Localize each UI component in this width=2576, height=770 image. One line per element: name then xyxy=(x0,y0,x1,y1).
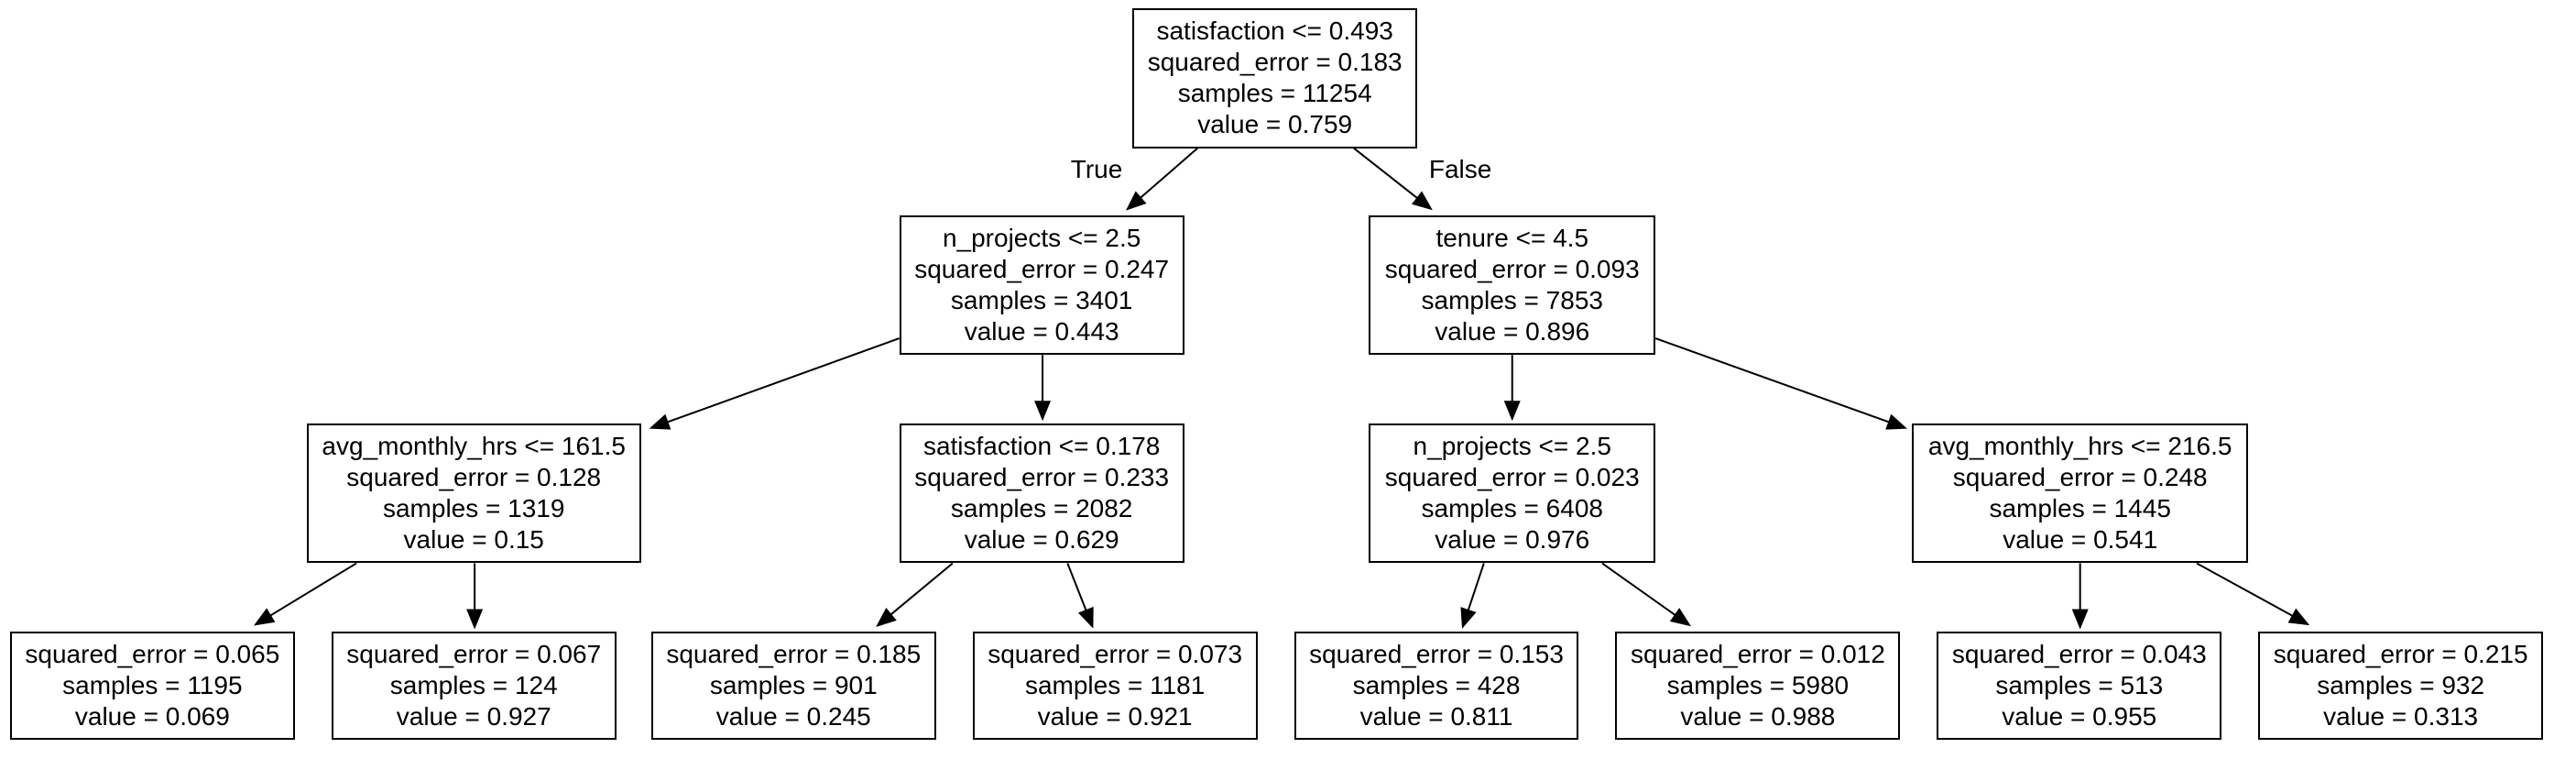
node-text-line: avg_monthly_hrs <= 216.5 xyxy=(1927,432,2232,461)
node-text-line: samples = 1181 xyxy=(1024,671,1206,700)
tree-edge xyxy=(262,562,357,622)
node-text-line: satisfaction <= 0.493 xyxy=(1156,16,1393,46)
node-text-line: samples = 7853 xyxy=(1421,285,1603,314)
tree-edge xyxy=(1464,563,1485,619)
tree-edge-arrowhead xyxy=(649,413,671,430)
tree-edge-arrowhead xyxy=(466,609,484,630)
node-text-line: squared_error = 0.215 xyxy=(2273,640,2528,669)
tree-edge-arrowhead xyxy=(1411,191,1433,211)
tree-edge-arrowhead xyxy=(1460,607,1477,629)
node-text-line: samples = 124 xyxy=(389,671,558,700)
tree-edge-arrowhead xyxy=(2071,609,2089,630)
node-text-line: value = 0.629 xyxy=(964,525,1119,555)
tree-edge-arrowhead xyxy=(1669,608,1691,627)
tree-edge-arrowhead xyxy=(1125,191,1147,211)
tree-edge-arrowhead xyxy=(876,607,897,627)
node-text-line: value = 0.313 xyxy=(2323,702,2479,732)
node-text-line: samples = 1445 xyxy=(1989,494,2171,523)
node-text-line: value = 0.976 xyxy=(1435,525,1590,555)
node-text-line: samples = 6408 xyxy=(1421,494,1603,523)
edge-label-true: True xyxy=(1070,155,1123,184)
tree-edge xyxy=(883,562,954,622)
node-text-line: samples = 1319 xyxy=(382,494,565,523)
node-text-line: value = 0.896 xyxy=(1435,316,1590,346)
node-text-line: n_projects <= 2.5 xyxy=(1413,432,1611,461)
tree-edge xyxy=(1654,337,1898,426)
tree-edge-arrowhead xyxy=(1503,401,1521,422)
tree-edge xyxy=(659,337,901,426)
node-text-line: value = 0.811 xyxy=(1359,702,1513,732)
node-text-line: samples = 11254 xyxy=(1177,79,1372,108)
node-text-line: squared_error = 0.073 xyxy=(988,640,1243,669)
node-text-line: value = 0.443 xyxy=(964,316,1119,346)
node-text-line: samples = 1195 xyxy=(62,671,243,700)
node-text-line: value = 0.759 xyxy=(1197,110,1353,139)
tree-edge-arrowhead xyxy=(1885,413,1907,430)
node-text-line: squared_error = 0.185 xyxy=(666,640,922,669)
node-text-line: squared_error = 0.093 xyxy=(1384,254,1640,283)
node-text-line: value = 0.955 xyxy=(2002,702,2157,732)
node-text-line: squared_error = 0.247 xyxy=(914,254,1170,283)
node-text-line: samples = 513 xyxy=(1995,671,2164,700)
node-text-line: value = 0.541 xyxy=(2003,525,2158,555)
node-text-line: squared_error = 0.012 xyxy=(1630,640,1885,669)
node-text-line: squared_error = 0.067 xyxy=(346,640,602,669)
node-text-line: n_projects <= 2.5 xyxy=(942,223,1141,252)
node-text-line: samples = 901 xyxy=(709,671,878,700)
node-text-line: satisfaction <= 0.178 xyxy=(922,432,1161,461)
tree-edge-arrowhead xyxy=(1077,606,1094,629)
node-text-line: samples = 2082 xyxy=(950,494,1133,523)
tree-edge-arrowhead xyxy=(2287,608,2310,626)
node-text-line: value = 0.069 xyxy=(74,702,230,732)
node-text-line: samples = 428 xyxy=(1352,671,1521,700)
node-text-line: squared_error = 0.153 xyxy=(1309,640,1564,669)
tree-edge-arrowhead xyxy=(1034,401,1052,422)
node-text-line: squared_error = 0.248 xyxy=(1952,463,2208,492)
tree-edge xyxy=(2196,562,2301,622)
node-text-line: squared_error = 0.183 xyxy=(1147,48,1403,77)
node-text-line: squared_error = 0.023 xyxy=(1384,463,1640,492)
node-text-line: avg_monthly_hrs <= 161.5 xyxy=(322,432,626,461)
node-text-line: squared_error = 0.128 xyxy=(346,463,602,492)
node-text-line: squared_error = 0.233 xyxy=(914,463,1170,492)
node-text-line: samples = 932 xyxy=(2317,671,2485,700)
node-text-line: squared_error = 0.043 xyxy=(1951,640,2207,669)
node-text-line: value = 0.927 xyxy=(396,702,551,732)
node-text-line: tenure <= 4.5 xyxy=(1435,223,1589,252)
tree-edge-arrowhead xyxy=(253,608,276,626)
tree-edge xyxy=(1601,562,1683,622)
node-text-line: samples = 3401 xyxy=(950,285,1133,314)
node-text-line: value = 0.15 xyxy=(403,525,544,555)
node-text-line: value = 0.921 xyxy=(1037,702,1193,732)
tree-edge xyxy=(1133,148,1198,204)
node-text-line: value = 0.988 xyxy=(1680,702,1836,732)
node-text-line: value = 0.245 xyxy=(715,702,871,732)
tree-edge xyxy=(1066,563,1090,619)
node-text-line: samples = 5980 xyxy=(1666,671,1850,700)
edge-label-false: False xyxy=(1428,155,1492,184)
node-text-line: squared_error = 0.065 xyxy=(25,640,280,669)
tree-edge xyxy=(1353,148,1425,204)
